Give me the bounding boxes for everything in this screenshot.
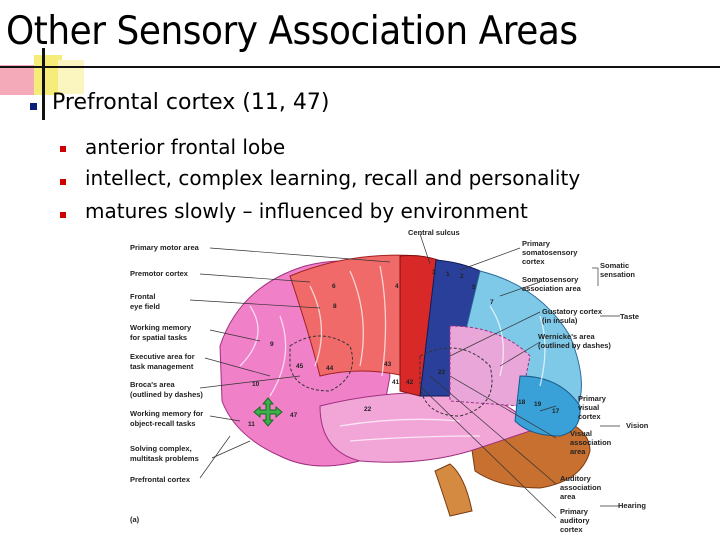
- label-right: cortex: [560, 525, 583, 534]
- label-right: (in insula): [542, 316, 578, 325]
- label-function: Taste: [620, 312, 639, 321]
- label-right: area: [570, 447, 586, 456]
- sub-bullet-2: intellect, complex learning, recall and …: [85, 166, 581, 190]
- area-number: 2: [460, 273, 464, 280]
- label-left: Working memory: [130, 323, 192, 332]
- bullet-square-icon: [30, 103, 37, 110]
- leader-lines: [189, 233, 620, 519]
- brain-diagram: 3 1 2 4 5 7 6 8 9 43 41 42 22 45 44 10 1…: [130, 228, 649, 534]
- label-right: visual: [578, 403, 599, 412]
- label-right: cortex: [578, 412, 601, 421]
- move-cross-icon: [253, 397, 283, 427]
- figure-labels: Central sulcus Primary motor area Premot…: [130, 228, 649, 534]
- label-right: Visual: [570, 429, 592, 438]
- area-number: 47: [290, 412, 298, 419]
- label-left: for spatial tasks: [130, 333, 187, 342]
- label-left: Executive area for: [130, 352, 195, 361]
- area-number: 19: [534, 401, 542, 408]
- label-right: auditory: [560, 516, 590, 525]
- label-right: somatosensory: [522, 248, 578, 257]
- area-number: 4: [395, 283, 399, 290]
- label-left: Solving complex,: [130, 444, 192, 453]
- label-right: association: [560, 483, 602, 492]
- sub-bullet-3: matures slowly – influenced by environme…: [85, 199, 528, 223]
- label-left: multitask problems: [130, 454, 199, 463]
- label-left: Premotor cortex: [130, 269, 189, 278]
- label-right: area: [560, 492, 576, 501]
- label-left: Primary motor area: [130, 243, 200, 252]
- area-number: 9: [270, 341, 274, 348]
- label-function: Hearing: [618, 501, 646, 510]
- area-number: 1: [446, 271, 450, 278]
- broca-outline: [289, 335, 353, 392]
- label-function: Somatic: [600, 261, 629, 270]
- area-number: 44: [326, 365, 334, 372]
- label-left: (outlined by dashes): [130, 390, 203, 399]
- label-right: Wernicke's area: [538, 332, 596, 341]
- label-right: Gustatory cortex: [542, 307, 603, 316]
- area-number: 43: [384, 361, 392, 368]
- area-numbers: 3 1 2 4 5 7 6 8 9 43 41 42 22 45 44 10 1…: [248, 269, 560, 428]
- label-right: (outlined by dashes): [538, 341, 611, 350]
- gyri-lines: [239, 265, 546, 442]
- area-number: 42: [406, 379, 414, 386]
- label-function: Vision: [626, 421, 649, 430]
- area-number: 5: [472, 284, 476, 291]
- area-number: 7: [490, 299, 494, 306]
- label-left: Prefrontal cortex: [130, 475, 191, 484]
- area-number: 17: [552, 408, 560, 415]
- label-right: Somatosensory: [522, 275, 579, 284]
- label-right: association: [570, 438, 612, 447]
- label-function: sensation: [600, 270, 635, 279]
- brainstem-shape: [434, 463, 473, 517]
- area-number: 45: [296, 363, 304, 370]
- bullet-square-icon: [60, 212, 66, 218]
- occipital-shape: [514, 375, 581, 437]
- area-number: 11: [248, 421, 255, 428]
- area-number: 8: [333, 303, 337, 310]
- label-left: Working memory for: [130, 409, 203, 418]
- label-right: association area: [522, 284, 582, 293]
- label-right: Primary: [560, 507, 589, 516]
- bullet-square-icon: [60, 146, 66, 152]
- area-number: 22: [364, 406, 372, 413]
- label-left: Frontal: [130, 292, 155, 301]
- label-right: Auditory: [560, 474, 592, 483]
- panel-label: (a): [130, 515, 140, 524]
- area-number: 10: [252, 381, 260, 388]
- wernicke-outline: [419, 347, 493, 417]
- label-right: Primary: [522, 239, 551, 248]
- label-left: Broca's area: [130, 380, 176, 389]
- main-bullet-text: Prefrontal cortex (11, 47): [52, 90, 330, 115]
- bullet-square-icon: [60, 179, 66, 185]
- label-left: task management: [130, 362, 194, 371]
- label-left: object-recall tasks: [130, 419, 195, 428]
- sub-bullet-1: anterior frontal lobe: [85, 135, 286, 159]
- area-number: 18: [518, 399, 526, 406]
- area-number: 6: [332, 283, 336, 290]
- area-number: 3: [432, 269, 436, 276]
- area-number: 41: [392, 379, 400, 386]
- label-left: eye field: [130, 302, 160, 311]
- label-right: cortex: [522, 257, 545, 266]
- label-central-sulcus: Central sulcus: [408, 228, 460, 237]
- label-right: Primary: [578, 394, 607, 403]
- area-number: 22: [438, 369, 446, 376]
- slide-title: Other Sensory Association Areas: [6, 9, 578, 54]
